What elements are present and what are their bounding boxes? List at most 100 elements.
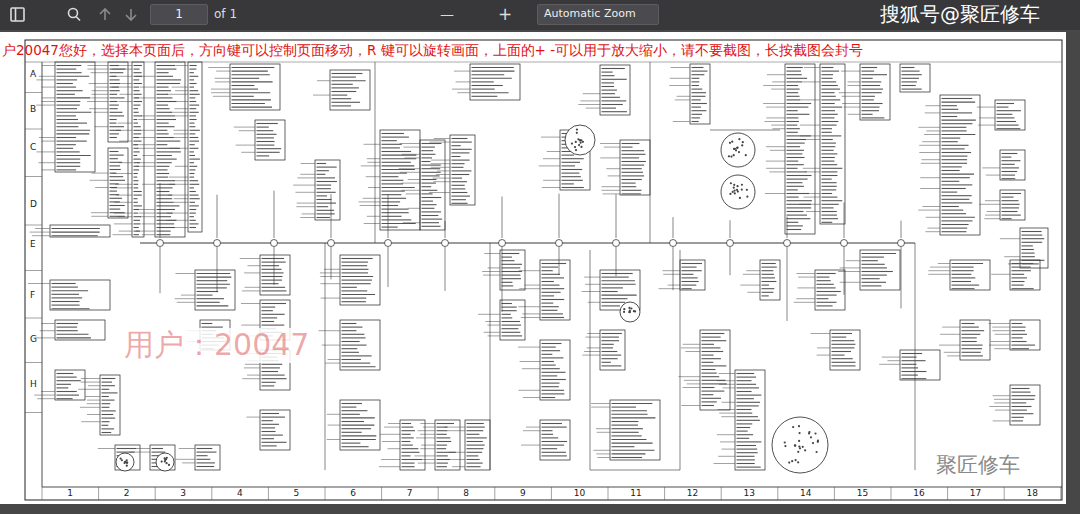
wire	[134, 448, 150, 449]
connector-pin	[784, 445, 786, 447]
wire	[215, 81, 230, 82]
round-connector	[721, 133, 755, 167]
pin-row	[602, 344, 614, 345]
grid-column-number: 16	[913, 488, 924, 498]
wire	[160, 247, 161, 293]
pin-row	[382, 151, 412, 152]
wire	[838, 271, 860, 272]
pin-row	[57, 108, 78, 109]
connector-pin	[737, 191, 739, 193]
pin-row	[332, 98, 352, 99]
pin-row	[190, 72, 194, 73]
wire	[418, 463, 435, 464]
pin-row	[787, 189, 798, 190]
grid-tick	[381, 487, 382, 500]
pin-row	[382, 191, 405, 192]
pin-row	[262, 382, 276, 383]
pin-row	[862, 260, 878, 261]
pin-row	[942, 163, 968, 164]
pin-row	[997, 125, 1019, 126]
pin-row	[57, 90, 83, 91]
pin-row	[157, 76, 173, 77]
wire	[842, 96, 860, 97]
connector-pin	[788, 462, 790, 464]
grid-tick	[834, 487, 835, 500]
pin-row	[542, 288, 565, 289]
pin-row	[737, 409, 752, 410]
pin-row	[342, 337, 366, 338]
wire	[400, 172, 420, 173]
connector-pin	[802, 446, 804, 448]
wire	[119, 162, 132, 163]
wire	[597, 457, 610, 458]
pin-row	[822, 96, 836, 97]
pin-row	[1012, 281, 1025, 282]
pin-row	[472, 89, 495, 90]
pin-row	[962, 352, 981, 353]
pin-row	[110, 155, 124, 156]
pin-row	[997, 114, 1013, 115]
wire	[111, 173, 132, 174]
pin-row	[822, 164, 838, 165]
pin-row	[262, 269, 282, 270]
wire	[991, 341, 1010, 342]
pin-row	[817, 280, 831, 281]
pin-row	[942, 102, 976, 103]
pin-row	[472, 78, 512, 79]
wire	[135, 76, 155, 77]
pin-row	[602, 337, 619, 338]
pin-row	[157, 141, 181, 142]
pin-row	[190, 180, 199, 181]
pin-row	[197, 287, 227, 288]
pin-row	[542, 452, 566, 453]
pin-row	[134, 169, 140, 170]
pin-row	[997, 107, 1009, 108]
round-connector	[156, 453, 174, 471]
pin-row	[102, 403, 111, 404]
pin-row	[57, 377, 77, 378]
source-watermark: 搜狐号@聚匠修车	[880, 3, 1040, 26]
pin-row	[787, 161, 799, 162]
pin-row	[997, 110, 1021, 111]
pin-row	[942, 145, 969, 146]
pin-row	[817, 273, 836, 274]
wire	[817, 355, 830, 356]
pin-row	[602, 111, 627, 112]
pin-row	[602, 104, 623, 105]
pin-row	[134, 159, 141, 160]
pin-row	[1012, 285, 1024, 286]
pin-row	[862, 107, 880, 108]
wire	[170, 112, 188, 113]
pin-row	[502, 307, 517, 308]
pin-row	[562, 187, 584, 188]
wire	[587, 333, 600, 334]
grid-tick	[608, 487, 609, 500]
pin-row	[862, 110, 879, 111]
pin-row	[702, 376, 720, 377]
wire	[520, 361, 540, 362]
wire	[980, 117, 995, 118]
wire	[606, 168, 620, 169]
wire	[673, 217, 674, 238]
pin-row	[157, 223, 175, 224]
wire	[764, 121, 785, 122]
pin-row	[622, 172, 643, 173]
pin-row	[134, 115, 142, 116]
wire	[811, 333, 830, 334]
wire	[805, 171, 820, 172]
pin-row	[622, 150, 645, 151]
wire	[445, 247, 446, 291]
pin-row	[502, 285, 514, 286]
pin-row	[110, 119, 117, 120]
connector-pin	[794, 445, 796, 447]
wire	[431, 167, 450, 168]
pin-row	[134, 141, 142, 142]
wire	[800, 135, 820, 136]
pin-row	[190, 184, 200, 185]
pin-row	[57, 391, 77, 392]
pin-row	[134, 90, 140, 91]
wire	[420, 423, 435, 424]
pin-row	[472, 96, 498, 97]
connector-pin	[119, 457, 121, 459]
wire	[787, 217, 788, 238]
